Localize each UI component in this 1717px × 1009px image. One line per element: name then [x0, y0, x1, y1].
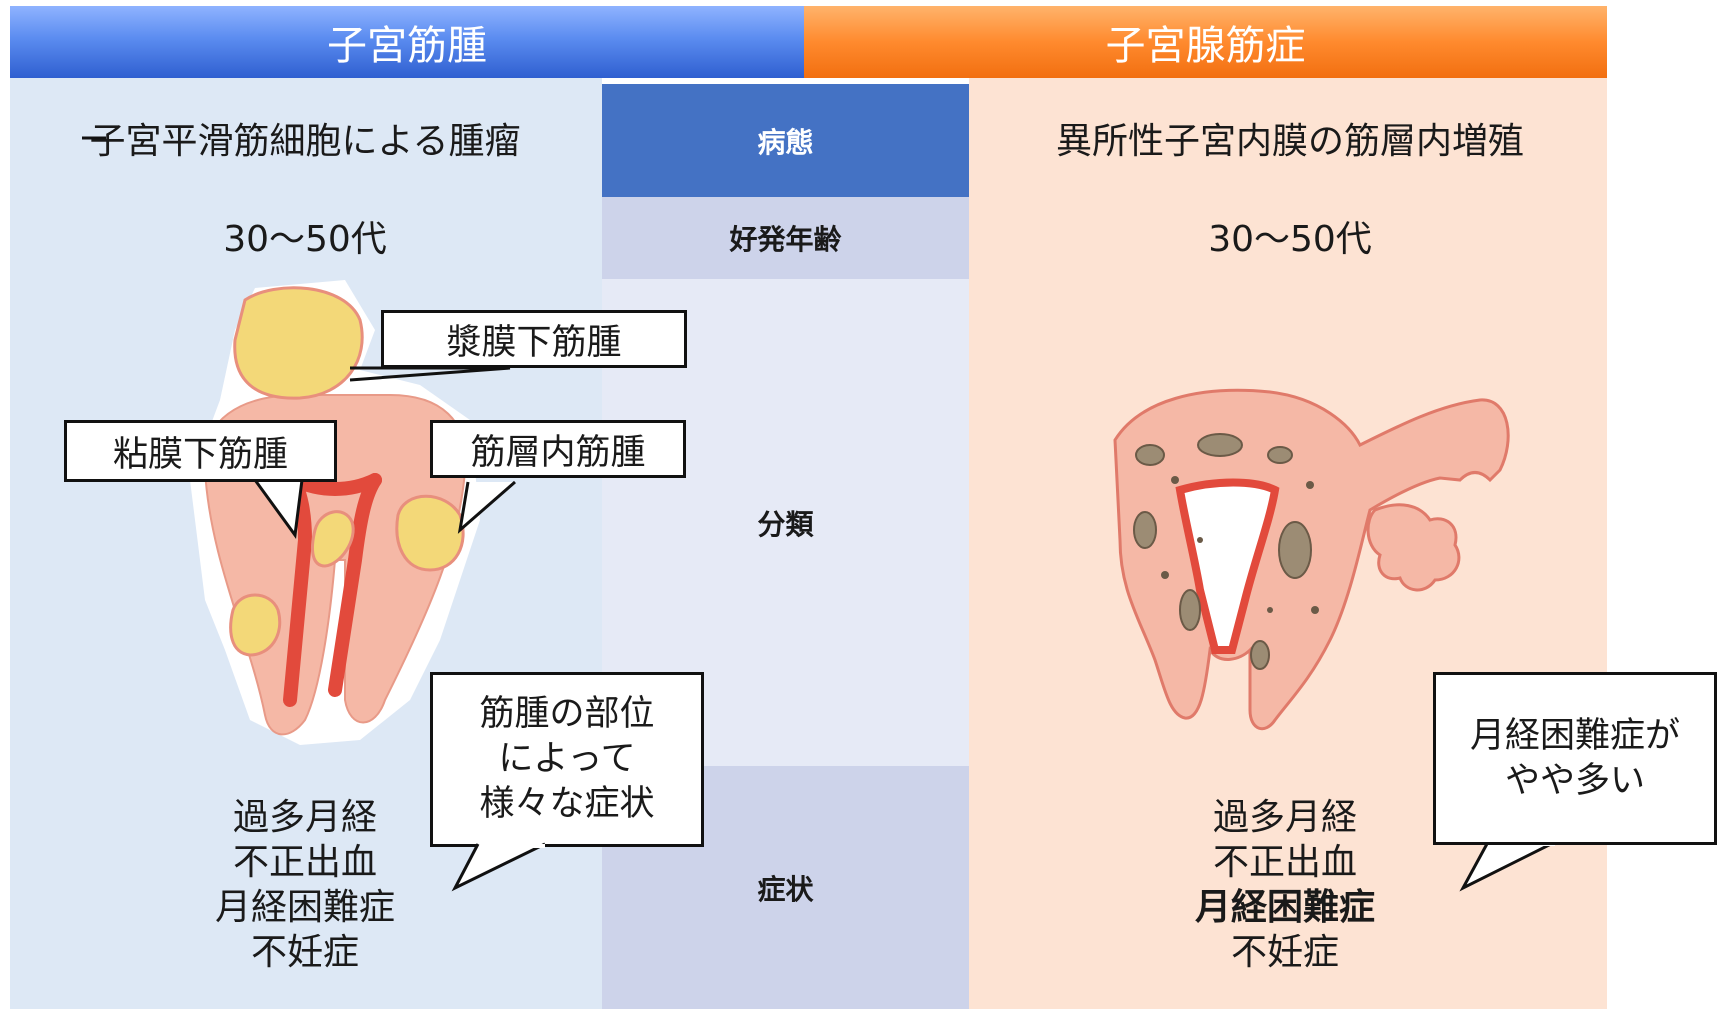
myoma-note-line2: によって: [498, 739, 636, 779]
myoma-symptom: 不妊症: [250, 932, 359, 973]
myoma-uterus-illustration: [82, 136, 516, 745]
myoma-age: 30〜50代: [223, 219, 387, 260]
myoma-note-bubble: 筋腫の部位によって様々な症状: [430, 672, 704, 847]
myoma-note-line1: 筋腫の部位: [479, 694, 655, 734]
adenomyosis-note-line2: やや多い: [1504, 760, 1645, 801]
category-age: 好発年齢: [602, 197, 969, 279]
header-adenomyosis-title: 子宮腺筋症: [1105, 23, 1306, 69]
category-classification: 分類: [602, 279, 969, 766]
adenomyosis-note-bubble: 月経困難症がやや多い: [1433, 672, 1717, 845]
header-adenomyosis: 子宮腺筋症: [804, 6, 1607, 78]
header-myoma-title: 子宮筋腫: [327, 23, 487, 69]
myoma-symptom: 過多月経: [232, 797, 377, 838]
adenomyosis-note-line1: 月経困難症が: [1469, 715, 1680, 756]
adenomyosis-symptom: 不正出血: [1212, 842, 1357, 883]
adenomyosis-uterus-illustration: [1113, 388, 1510, 731]
adenomyosis-pathology: 異所性子宮内膜の筋層内増殖: [1055, 121, 1524, 162]
myoma-symptoms: 過多月経 不正出血 月経困難症 不妊症: [190, 795, 420, 975]
label-intramural-myoma: 筋層内筋腫: [430, 420, 686, 478]
category-symptoms-label: 症状: [757, 872, 814, 906]
category-classification-label: 分類: [757, 507, 814, 541]
adenomyosis-age: 30〜50代: [1208, 219, 1372, 260]
myoma-pathology: 子宮平滑筋細胞による腫瘤: [89, 121, 521, 162]
category-pathology: 病態: [602, 84, 969, 197]
adenomyosis-symptom: 過多月経: [1212, 797, 1357, 838]
category-age-label: 好発年齢: [729, 223, 842, 256]
label-submucosal-myoma: 粘膜下筋腫: [64, 420, 337, 482]
myoma-note-line3: 様々な症状: [479, 784, 655, 824]
label-subserosal-myoma: 漿膜下筋腫: [381, 310, 687, 368]
adenomyosis-symptoms: 過多月経 不正出血 月経困難症 不妊症: [1165, 795, 1405, 975]
myoma-symptom: 月経困難症: [214, 887, 395, 928]
adenomyosis-symptom-emphasized: 月経困難症: [1194, 887, 1375, 928]
header-myoma: 子宮筋腫: [10, 6, 804, 78]
category-pathology-label: 病態: [757, 125, 814, 159]
adenomyosis-symptom: 不妊症: [1230, 932, 1339, 973]
myoma-symptom: 不正出血: [232, 842, 377, 883]
